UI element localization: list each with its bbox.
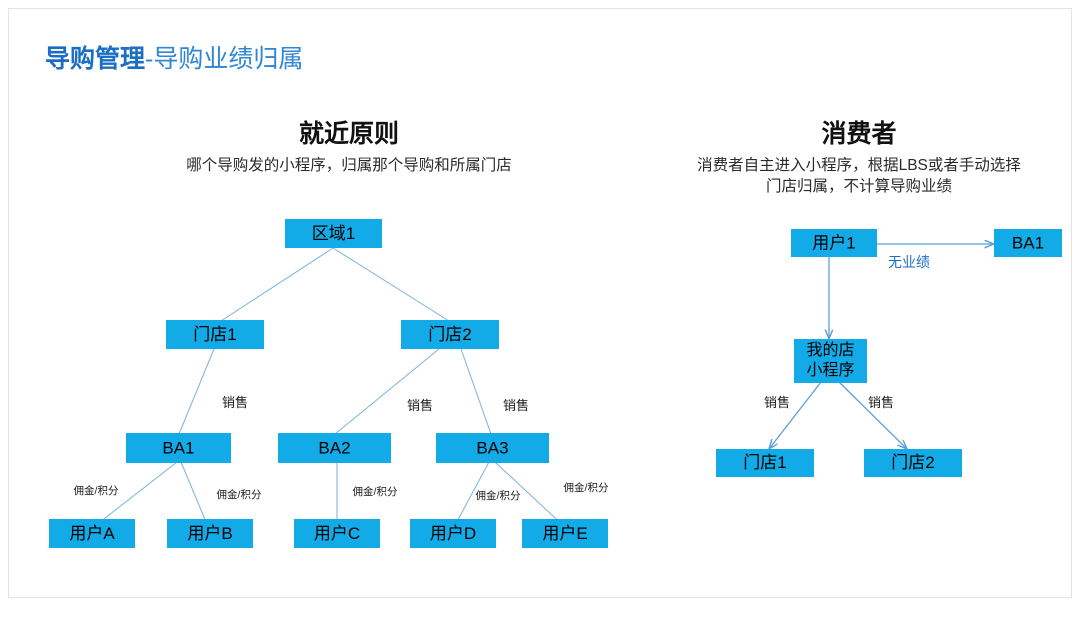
node-user-a[interactable]: 用户A [49,519,135,548]
edge-label-right-sale-2: 销售 [868,395,894,410]
edge-store1-ba1 [178,348,215,435]
node-store1[interactable]: 门店1 [166,320,264,349]
right-section-subtitle-line1: 消费者自主进入小程序，根据LBS或者手动选择 [697,157,1021,174]
node-ba3-label: BA3 [476,438,508,457]
node-ba2-label: BA2 [318,438,350,457]
node-user-c-label: 用户C [314,524,360,543]
left-diagram-edges [90,247,568,530]
page-title-strong: 导购管理 [45,45,146,73]
node-right-store2-label: 门店2 [891,453,934,472]
node-user-d[interactable]: 用户D [410,519,496,548]
left-section-subtitle: 哪个导购发的小程序，归属那个导购和所属门店 [186,157,512,174]
right-diagram-edges [769,244,994,449]
page-title-rest: -导购业绩归属 [145,45,304,73]
edge-ba3-userD [452,461,490,530]
edge-store2-ba3 [460,348,492,435]
node-right-user1-label: 用户1 [812,233,855,252]
page-title: 导购管理-导购业绩归属 [45,39,303,75]
node-ba1[interactable]: BA1 [126,433,231,463]
node-user-e-label: 用户E [542,524,587,543]
left-diagram-edge-labels: 销售 销售 销售 佣金/积分 佣金/积分 佣金/积分 佣金/积分 佣金/积分 [74,395,609,502]
node-right-ba1[interactable]: BA1 [994,229,1062,257]
node-user-d-label: 用户D [430,524,476,543]
edge-region1-store1 [220,247,334,322]
edge-label-commission-2: 佣金/积分 [217,488,262,501]
edge-label-commission-4: 佣金/积分 [476,489,521,502]
edge-label-commission-1: 佣金/积分 [74,484,119,497]
edge-ba1-userB [180,461,210,530]
edge-label-commission-5: 佣金/积分 [564,481,609,494]
edge-label-no-performance: 无业绩 [888,254,930,270]
node-miniapp-label-line2: 小程序 [806,361,854,379]
node-right-store1[interactable]: 门店1 [716,449,814,477]
attribution-diagram: 销售 销售 销售 佣金/积分 佣金/积分 佣金/积分 佣金/积分 佣金/积分 区… [49,219,1062,548]
node-store1-label: 门店1 [193,325,236,344]
node-right-store1-label: 门店1 [743,453,786,472]
edge-label-commission-3: 佣金/积分 [353,485,398,498]
edge-region1-store2 [332,247,450,322]
node-miniapp[interactable]: 我的店 小程序 [794,339,867,383]
node-store2[interactable]: 门店2 [401,320,499,349]
node-user-a-label: 用户A [69,524,115,543]
slide-canvas: 导购管理-导购业绩归属 就近原则 哪个导购发的小程序，归属那个导购和所属门店 消… [8,8,1072,598]
edge-store2-ba2 [334,348,440,435]
edge-ba3-userE [494,461,568,530]
node-ba1-label: BA1 [162,438,194,457]
right-section-title: 消费者 [821,120,897,148]
node-user-c[interactable]: 用户C [294,519,380,548]
edge-label-sale-1: 销售 [222,395,248,410]
node-user-b[interactable]: 用户B [167,519,253,548]
edge-miniapp-store1 [769,381,822,449]
node-region1-label: 区域1 [312,224,355,243]
right-diagram-edge-labels: 无业绩 销售 销售 [764,254,930,410]
left-section-title: 就近原则 [298,120,399,148]
edge-label-sale-2: 销售 [407,398,433,413]
node-user-e[interactable]: 用户E [522,519,608,548]
node-miniapp-label-line1: 我的店 [806,341,854,359]
node-right-ba1-label: BA1 [1012,233,1044,252]
node-ba2[interactable]: BA2 [278,433,391,463]
node-right-user1[interactable]: 用户1 [791,229,877,257]
edge-label-sale-3: 销售 [503,398,529,413]
node-region1[interactable]: 区域1 [285,219,382,248]
node-user-b-label: 用户B [187,524,232,543]
right-section-subtitle-line2: 门店归属，不计算导购业绩 [765,178,952,195]
edge-label-right-sale-1: 销售 [764,395,790,410]
node-store2-label: 门店2 [428,325,471,344]
edge-ba1-userA [90,461,178,530]
node-right-store2[interactable]: 门店2 [864,449,962,477]
edge-miniapp-store2 [838,381,907,449]
right-section-header: 消费者 消费者自主进入小程序，根据LBS或者手动选择 门店归属，不计算导购业绩 [659,119,1059,197]
node-ba3[interactable]: BA3 [436,433,549,463]
left-section-header: 就近原则 哪个导购发的小程序，归属那个导购和所属门店 [69,119,629,176]
